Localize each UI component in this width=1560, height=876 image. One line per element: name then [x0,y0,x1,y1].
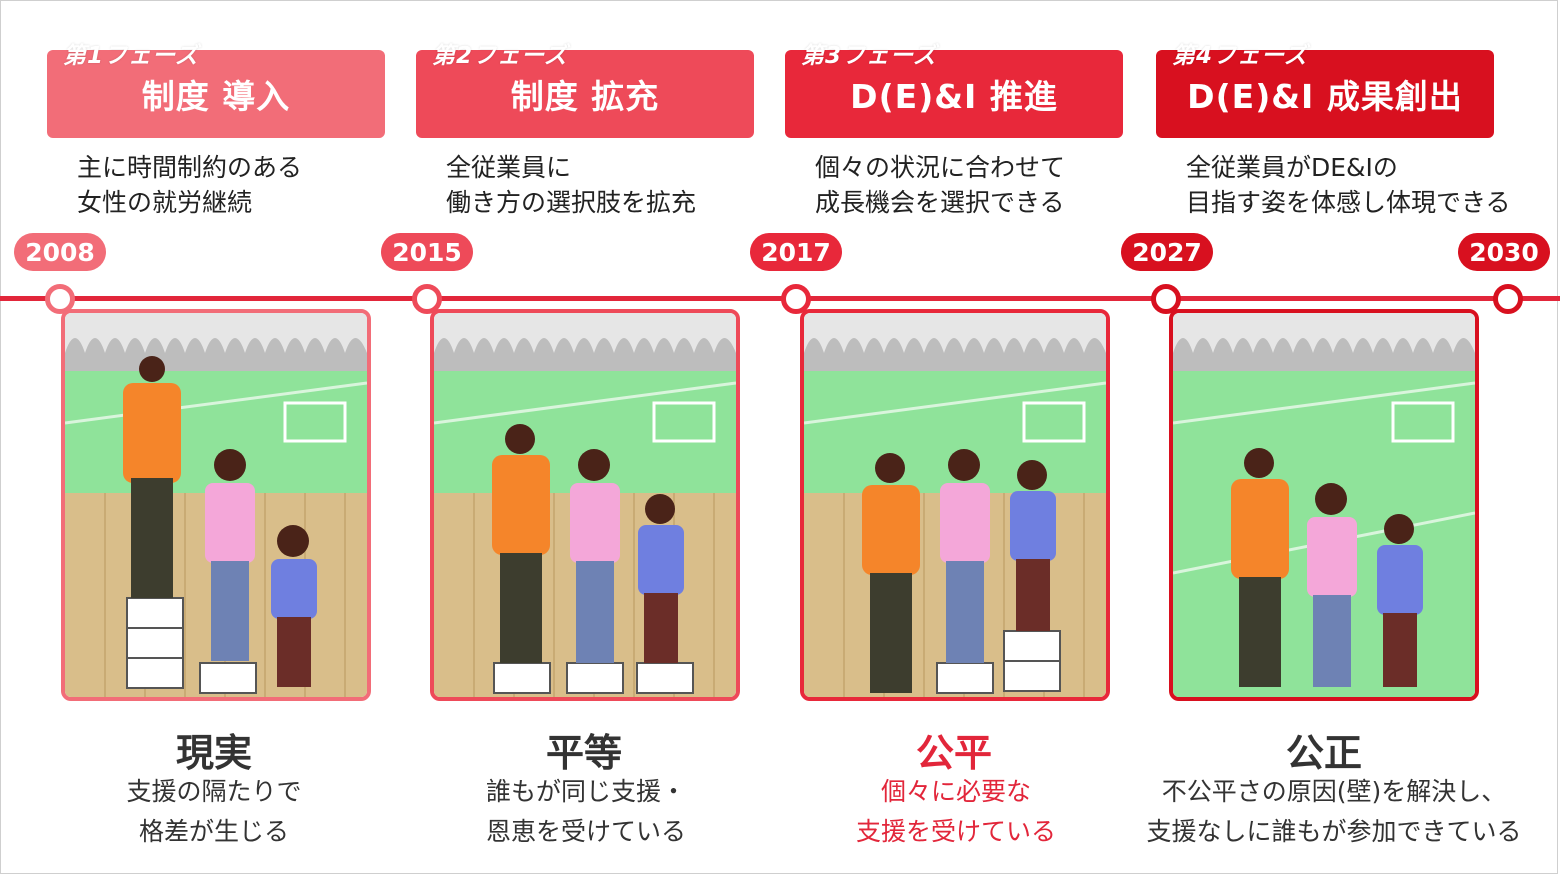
year-2030: 2030 [1458,233,1550,271]
caption-reality-text: 支援の隔たりで 格差が生じる [0,772,434,852]
phase-1-desc-line2: 女性の就労継続 [77,188,253,217]
phase-3-desc: 個々の状況に合わせて 成長機会を選択できる [815,150,1065,220]
phase-2-desc-line1: 全従業員に [446,153,572,182]
phase-3-desc-line1: 個々の状況に合わせて [815,153,1066,182]
caption-equity-title: 公平 [915,731,992,775]
year-2027: 2027 [1121,233,1213,271]
caption-equity-line1: 個々に必要な [880,777,1031,806]
caption-justice-title: 公正 [1285,731,1362,775]
phase-2-title: 制度 拡充 [416,50,754,138]
reality-scene [65,313,367,697]
caption-reality-line2: 格差が生じる [138,817,289,846]
caption-equity-text: 個々に必要な 支援を受けている [736,772,1176,852]
caption-equality-text: 誰もが同じ支援・ 恩恵を受けている [366,772,806,852]
caption-equality-title: 平等 [545,731,622,775]
justice-scene [1173,313,1475,697]
phase-2-desc-line2: 働き方の選択肢を拡充 [446,188,697,217]
phase-4-desc: 全従業員がDE&Iの 目指す姿を体感し体現できる [1186,150,1511,220]
illustration-justice [1169,309,1479,701]
caption-justice-text: 不公平さの原因(壁)を解決し、 支援なしに誰もが参加できている [1114,772,1554,852]
timeline-line [0,296,1560,301]
year-2017: 2017 [750,233,842,271]
phase-4-label: 第4フェーズ [1172,43,1308,69]
phase-2-desc: 全従業員に 働き方の選択肢を拡充 [446,150,696,220]
phase-1-title: 制度 導入 [47,50,385,138]
caption-justice-line1: 不公平さの原因(壁)を解決し、 [1161,777,1507,806]
caption-equality-line2: 恩恵を受けている [485,817,686,846]
illustration-reality [61,309,371,701]
year-2015: 2015 [381,233,473,271]
equality-scene [434,313,736,697]
caption-justice-line2: 支援なしに誰もが参加できている [1146,817,1522,846]
caption-reality-title: 現実 [175,731,252,775]
phase-4-title: D(E)&I 成果創出 [1156,50,1494,138]
illustration-equity [800,309,1110,701]
equity-scene [804,313,1106,697]
caption-reality-line1: 支援の隔たりで [126,777,302,806]
caption-equity-line2: 支援を受けている [855,817,1056,846]
phase-2-label: 第2フェーズ [432,43,568,69]
phase-3-desc-line2: 成長機会を選択できる [815,188,1065,217]
illustration-equality [430,309,740,701]
phase-1-label: 第1フェーズ [63,43,199,69]
year-2008: 2008 [14,233,106,271]
timeline-node-2030 [1493,284,1523,314]
phase-1-desc-line1: 主に時間制約のある [77,153,303,182]
phase-1-desc: 主に時間制約のある 女性の就労継続 [77,150,302,220]
phase-4-desc-line1: 全従業員がDE&Iの [1186,153,1398,182]
phase-4-desc-line2: 目指す姿を体感し体現できる [1186,188,1511,217]
caption-equality-line1: 誰もが同じ支援・ [485,777,686,806]
phase-3-label: 第3フェーズ [801,43,937,69]
phase-3-title: D(E)&I 推進 [785,50,1123,138]
